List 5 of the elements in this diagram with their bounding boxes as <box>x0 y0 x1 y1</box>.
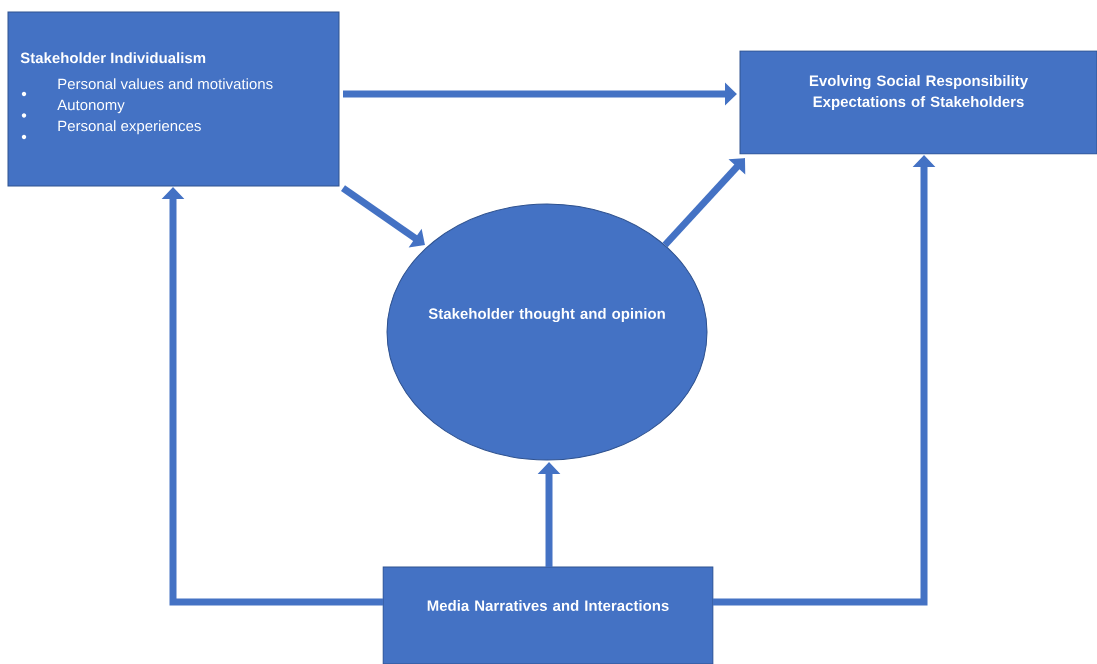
process-box: Media Narratives and Interactions <box>382 566 714 664</box>
arrow <box>161 187 383 606</box>
arrow <box>662 158 746 248</box>
process-box: Evolving Social Responsibility Expectations of Stakeholders <box>739 50 1097 155</box>
process-box: Stakeholder Individualism Personal values and motivations Autonomy Personal experiences <box>7 11 340 187</box>
